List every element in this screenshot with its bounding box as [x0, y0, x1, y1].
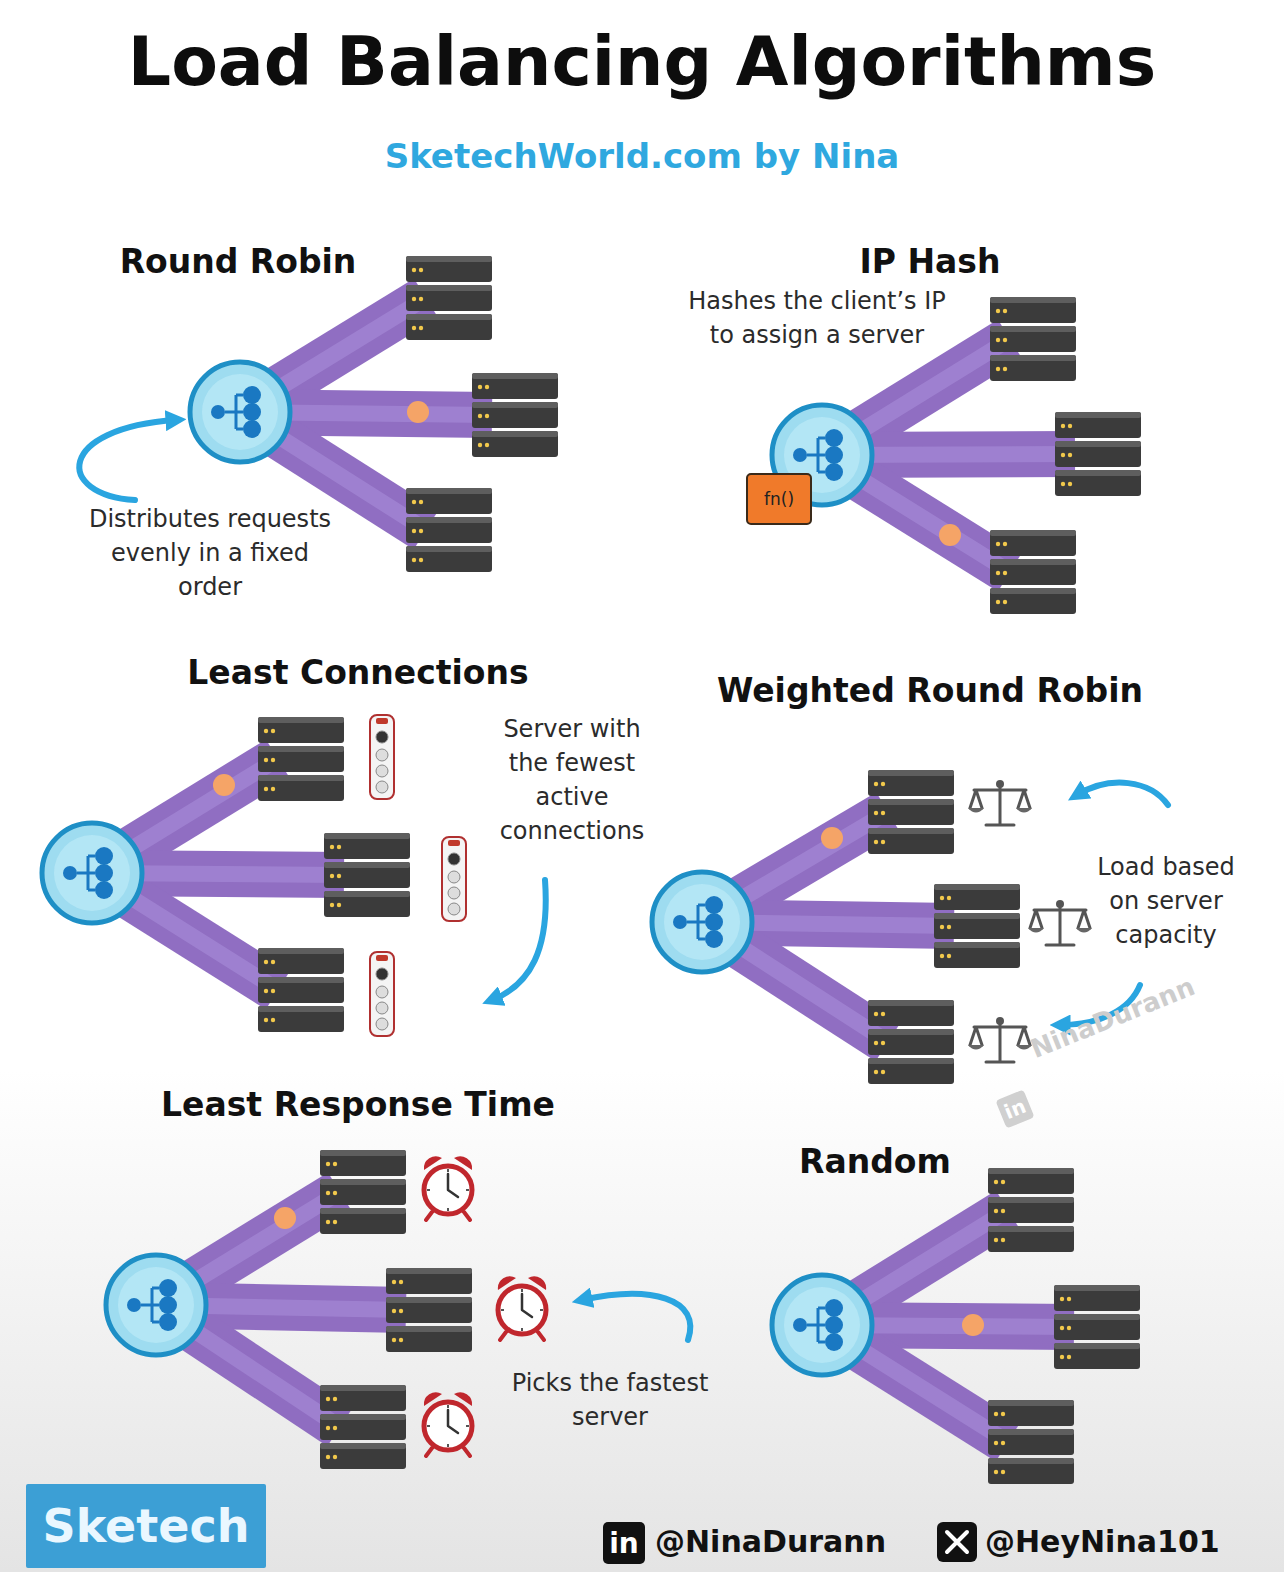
node-text: Sketech — [43, 1499, 250, 1553]
purple-bands — [92, 298, 1075, 1442]
node-text: fn() — [764, 489, 794, 509]
social-handle: @NinaDurann — [655, 1524, 915, 1560]
panel-heading: Weighted Round Robin — [650, 671, 1210, 711]
node-text: in — [1001, 1094, 1030, 1124]
panel-heading: IP Hash — [780, 242, 1080, 282]
callout-arrows — [79, 420, 1168, 1340]
request-dots — [213, 401, 984, 1336]
x-logo — [937, 1522, 977, 1562]
description: Picks the fastest server — [510, 1366, 710, 1434]
function-box: fn() — [746, 473, 812, 525]
subtitle: SketechWorld.com by Nina — [242, 136, 1042, 177]
watermark: NinaDurann — [1014, 966, 1211, 1070]
panel-heading: Least Response Time — [98, 1085, 618, 1125]
description: Distributes requests evenly in a fixed o… — [80, 502, 340, 604]
servers — [258, 256, 1141, 1484]
panel-heading: Least Connections — [108, 653, 608, 693]
power-strips — [370, 715, 466, 1036]
panel-heading: Random — [725, 1142, 1025, 1182]
linkedin-icon: in — [603, 1522, 645, 1564]
description: Server with the fewest active connection… — [487, 712, 657, 848]
panel-heading: Round Robin — [58, 242, 418, 282]
brand-badge: Sketech — [26, 1484, 266, 1568]
linkedin-watermark-icon: in — [995, 1089, 1034, 1128]
description: Load based on server capacity — [1086, 850, 1246, 952]
node-text: in — [609, 1527, 639, 1560]
load-balancers — [42, 362, 872, 1375]
social-handle: @HeyNina101 — [985, 1524, 1255, 1560]
clocks — [424, 1156, 546, 1456]
page-title: Load Balancing Algorithms — [0, 22, 1284, 101]
description: Hashes the client’s IP to assign a serve… — [682, 284, 952, 352]
